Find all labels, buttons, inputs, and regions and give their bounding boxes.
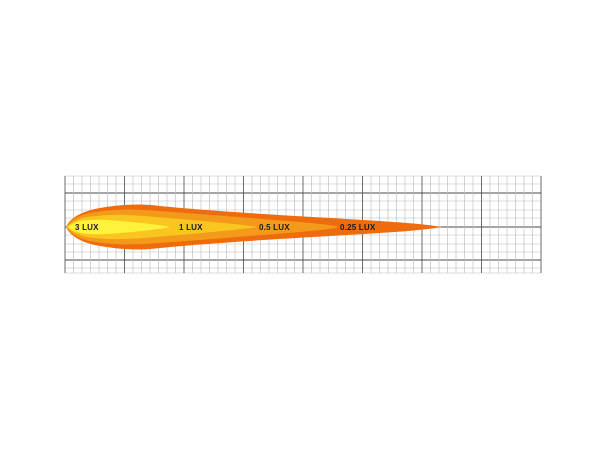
label-025-lux: 0.25 LUX [340, 223, 376, 232]
label-3-lux: 3 LUX [75, 223, 99, 232]
zone-3-lux [68, 219, 170, 235]
label-1-lux: 1 LUX [179, 223, 203, 232]
lux-labels: 3 LUX 1 LUX 0.5 LUX 0.25 LUX [75, 223, 376, 232]
beam-zones [66, 204, 442, 250]
label-05-lux: 0.5 LUX [259, 223, 290, 232]
